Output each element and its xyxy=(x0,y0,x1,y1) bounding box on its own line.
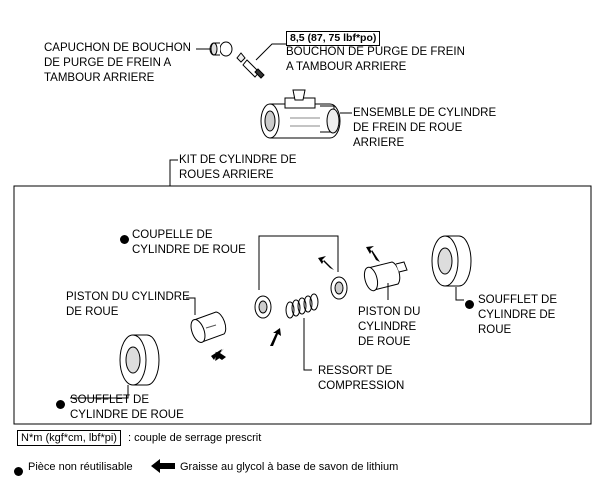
legend-torque-desc: : couple de serrage prescrit xyxy=(128,432,262,444)
cylinder-assembly-part xyxy=(260,89,341,139)
bleeder-plug-part xyxy=(236,52,265,79)
kit-leader xyxy=(169,159,178,186)
boot-right-part xyxy=(431,235,472,287)
label-cylinder-kit: KIT DE CYLINDRE DE ROUES ARRIERE xyxy=(179,154,297,181)
legend-non-reusable: Pièce non réutilisable xyxy=(28,461,133,473)
piston-left-part xyxy=(190,311,227,343)
non-reusable-dot-icon xyxy=(14,462,26,480)
grease-arrow-icon xyxy=(270,328,281,346)
bleeder-plug-leader xyxy=(255,43,286,61)
piston-right-part xyxy=(363,261,408,292)
grease-arrow-icon xyxy=(151,459,175,473)
non-reusable-dot-icon xyxy=(465,295,477,313)
label-spring: RESSORT DE COMPRESSION xyxy=(318,365,405,392)
piston-left-leader xyxy=(186,297,196,315)
label-cup: COUPELLE DE CYLINDRE DE ROUE xyxy=(132,229,246,256)
label-bleeder-cap: CAPUCHON DE BOUCHON DE PURGE DE FREIN A … xyxy=(44,42,191,84)
cup-leader xyxy=(258,235,339,290)
kit-frame xyxy=(13,185,592,425)
label-boot-right: SOUFFLET DE CYLINDRE DE ROUE xyxy=(478,294,558,336)
boot-left-part xyxy=(119,334,160,386)
non-reusable-dot-icon xyxy=(56,395,68,413)
label-bleeder-plug: BOUCHON DE PURGE DE FREIN A TAMBOUR ARRI… xyxy=(286,46,465,73)
non-reusable-dot-icon xyxy=(120,230,132,248)
grease-arrow-icon xyxy=(211,348,226,361)
cup-right-part xyxy=(330,276,348,300)
label-cylinder-assembly: ENSEMBLE DE CYLINDRE DE FREIN DE ROUE AR… xyxy=(353,107,497,149)
label-boot-left: SOUFFLET DE CYLINDRE DE ROUE xyxy=(70,394,184,421)
spring-leader xyxy=(303,318,312,371)
boot-left-leader xyxy=(70,385,129,399)
cup-left-part xyxy=(254,295,272,319)
torque-value: 8,5 (87, 75 lbf*po) xyxy=(286,31,381,46)
grease-arrow-icon xyxy=(318,256,334,270)
bleeder-cap-part xyxy=(209,41,233,57)
legend-torque-unit: N*m (kgf*cm, lbf*pi) xyxy=(17,430,121,446)
grease-arrow-icon xyxy=(366,246,380,262)
legend-grease: Graisse au glycol à base de savon de lit… xyxy=(180,461,399,473)
spring-part xyxy=(285,293,319,319)
label-piston-right: PISTON DU CYLINDRE DE ROUE xyxy=(358,306,421,348)
boot-right-leader xyxy=(455,287,464,301)
label-piston-left: PISTON DU CYLINDRE DE ROUE xyxy=(66,291,190,318)
